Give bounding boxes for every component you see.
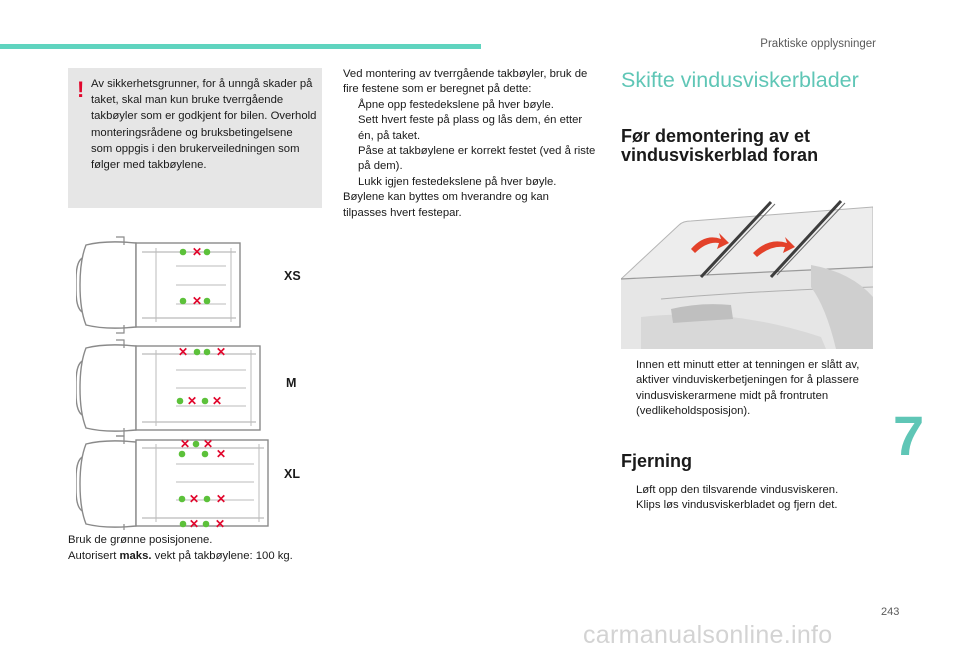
bullet-icon [621,358,636,420]
wiper-illustration [621,187,873,349]
van-m: ✕ ✕ ✕ ✕ [76,339,261,437]
caption-line-2: Autorisert maks. vekt på takbøylene: 100… [68,550,293,562]
green-point [179,297,187,305]
green-point [179,248,187,256]
section-title: Praktiske opplysninger [760,38,876,50]
header-accent-bar [0,44,481,49]
list-item: Sett hvert feste på plass og lås dem, én… [343,113,596,144]
list-item: Løft opp den tilsvarende vindusviskeren. [621,483,871,498]
exclamation-icon: ! [77,77,85,102]
svg-text:✕: ✕ [215,517,225,530]
arrow-icon [691,233,729,253]
list-item: Lukk igjen festedekslene på hver bøyle. [343,175,596,190]
svg-text:✕: ✕ [216,447,226,461]
bullet-icon [343,144,358,175]
list-item: Innen ett minutt etter at tenningen er s… [621,358,871,420]
warning-box [68,68,322,208]
svg-text:✕: ✕ [203,437,213,451]
bullet-icon [621,483,636,498]
svg-text:✕: ✕ [189,517,199,530]
warning-text: Av sikkerhetsgrunner, for å unngå skader… [91,78,317,172]
svg-text:✕: ✕ [180,437,190,451]
svg-text:✕: ✕ [192,294,202,308]
bullet-icon [621,498,636,513]
svg-text:✕: ✕ [189,492,199,506]
svg-text:✕: ✕ [178,345,188,359]
mounting-outro: Bøylene kan byttes om hverandre og kan t… [343,191,549,219]
list-item: Påse at takbøylene er korrekt festet (ve… [343,144,596,175]
van-xl: ✕ ✕ ✕ ✕ ✕ ✕ ✕ [76,435,269,530]
page-title: Skifte vindusviskerblader [621,68,859,92]
diagram-caption: Bruk de grønne posisjonene. Autorisert m… [68,532,328,564]
watermark: carmanualsonline.info [583,621,833,649]
roof-bar-diagram: ✕ ✕ ✕ ✕ ✕ ✕ ✕ ✕ [76,236,269,530]
green-point [203,248,211,256]
arrow-icon [753,237,795,257]
mounting-instructions: Ved montering av tverrgående takbøyler, … [343,67,596,221]
list-item: Klips løs vindusviskerbladet og fjern de… [621,498,871,513]
before-removal-steps: Innen ett minutt etter at tenningen er s… [621,358,871,420]
removal-title: Fjerning [621,451,692,471]
list-item: Åpne opp festedekslene på hver bøyle. [343,98,596,113]
van-label-xs: XS [284,269,301,283]
green-point [203,297,211,305]
subsection-title: Før demontering av et vindusviskerblad f… [621,126,819,165]
bullet-icon [343,98,358,113]
chapter-number: 7 [893,404,925,467]
van-label-m: M [286,376,297,390]
van-xs: ✕ ✕ [76,236,241,334]
bullet-icon [343,175,358,190]
van-label-xl: XL [284,467,300,481]
removal-steps: Løft opp den tilsvarende vindusviskeren.… [621,483,871,514]
mounting-intro: Ved montering av tverrgående takbøyler, … [343,68,588,96]
page-number: 243 [881,606,900,618]
svg-text:✕: ✕ [192,245,202,259]
svg-text:✕: ✕ [187,394,197,408]
bullet-icon [343,113,358,144]
caption-line-1: Bruk de grønne posisjonene. [68,534,213,546]
svg-text:✕: ✕ [216,345,226,359]
svg-text:✕: ✕ [216,492,226,506]
svg-text:✕: ✕ [212,394,222,408]
